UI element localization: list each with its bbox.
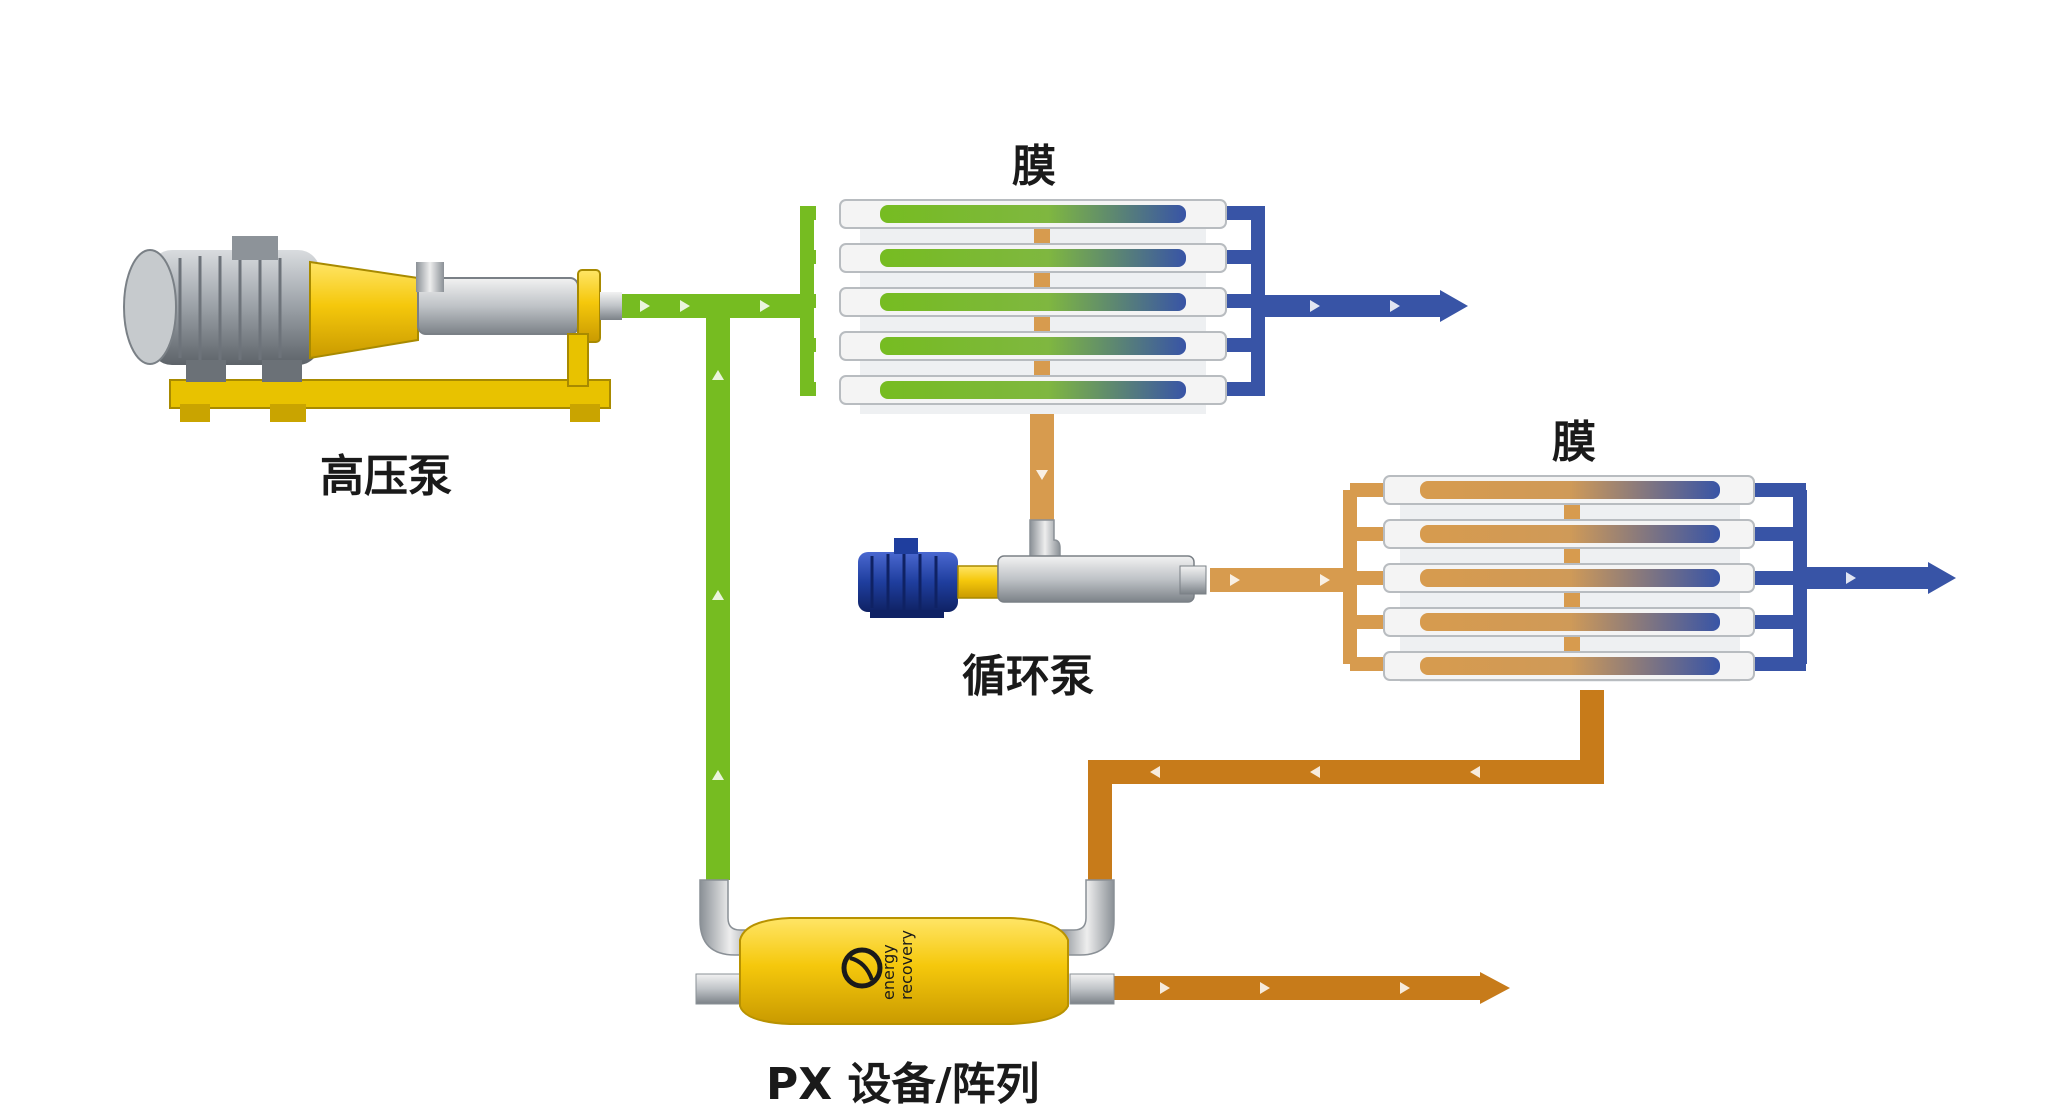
permeate-arrow-right — [1928, 562, 1956, 594]
membrane-bank-top — [839, 199, 1227, 414]
membrane-tube — [1383, 519, 1755, 549]
px-device: energy recovery — [695, 879, 1115, 1025]
membrane-tube — [1383, 607, 1755, 637]
membrane-tube — [839, 287, 1227, 317]
concentrate-return — [1088, 690, 1604, 890]
membrane-tube — [839, 243, 1227, 273]
membrane-tube — [1383, 651, 1755, 681]
membrane-right-label: 膜 — [1552, 417, 1596, 468]
membrane-top-label: 膜 — [1012, 141, 1056, 192]
flow-chevrons — [394, 300, 1856, 994]
membrane-tube — [839, 331, 1227, 361]
concentrate-arrow — [1480, 972, 1510, 1004]
px-device-label: PX 设备/阵列 — [766, 1059, 1040, 1110]
high-pressure-pump-label: 高压泵 — [320, 451, 452, 502]
energy-recovery-logo: energy recovery — [841, 930, 916, 1000]
circulation-pump-label: 循环泵 — [962, 651, 1094, 702]
brand-text-line1: energy — [879, 944, 898, 1000]
membrane-tube — [1383, 475, 1755, 505]
high-pressure-pump — [123, 236, 622, 422]
circulation-pump — [858, 519, 1207, 618]
brine-manifold-right — [1343, 483, 1392, 671]
membrane-tube — [839, 199, 1227, 229]
feed-pipes — [200, 0, 816, 1000]
membrane-tube — [1383, 563, 1755, 593]
brand-text-line2: recovery — [897, 930, 916, 1000]
brine-pipes — [1030, 412, 1392, 671]
permeate-manifold-top — [1226, 206, 1265, 396]
membrane-tube — [839, 375, 1227, 405]
membrane-bank-right — [1383, 475, 1755, 682]
permeate-pipes — [1226, 206, 1956, 671]
permeate-manifold-right — [1746, 483, 1807, 671]
feed-manifold — [800, 206, 816, 396]
permeate-arrow-top — [1440, 290, 1468, 322]
concentrate-pipes — [1088, 690, 1604, 1004]
